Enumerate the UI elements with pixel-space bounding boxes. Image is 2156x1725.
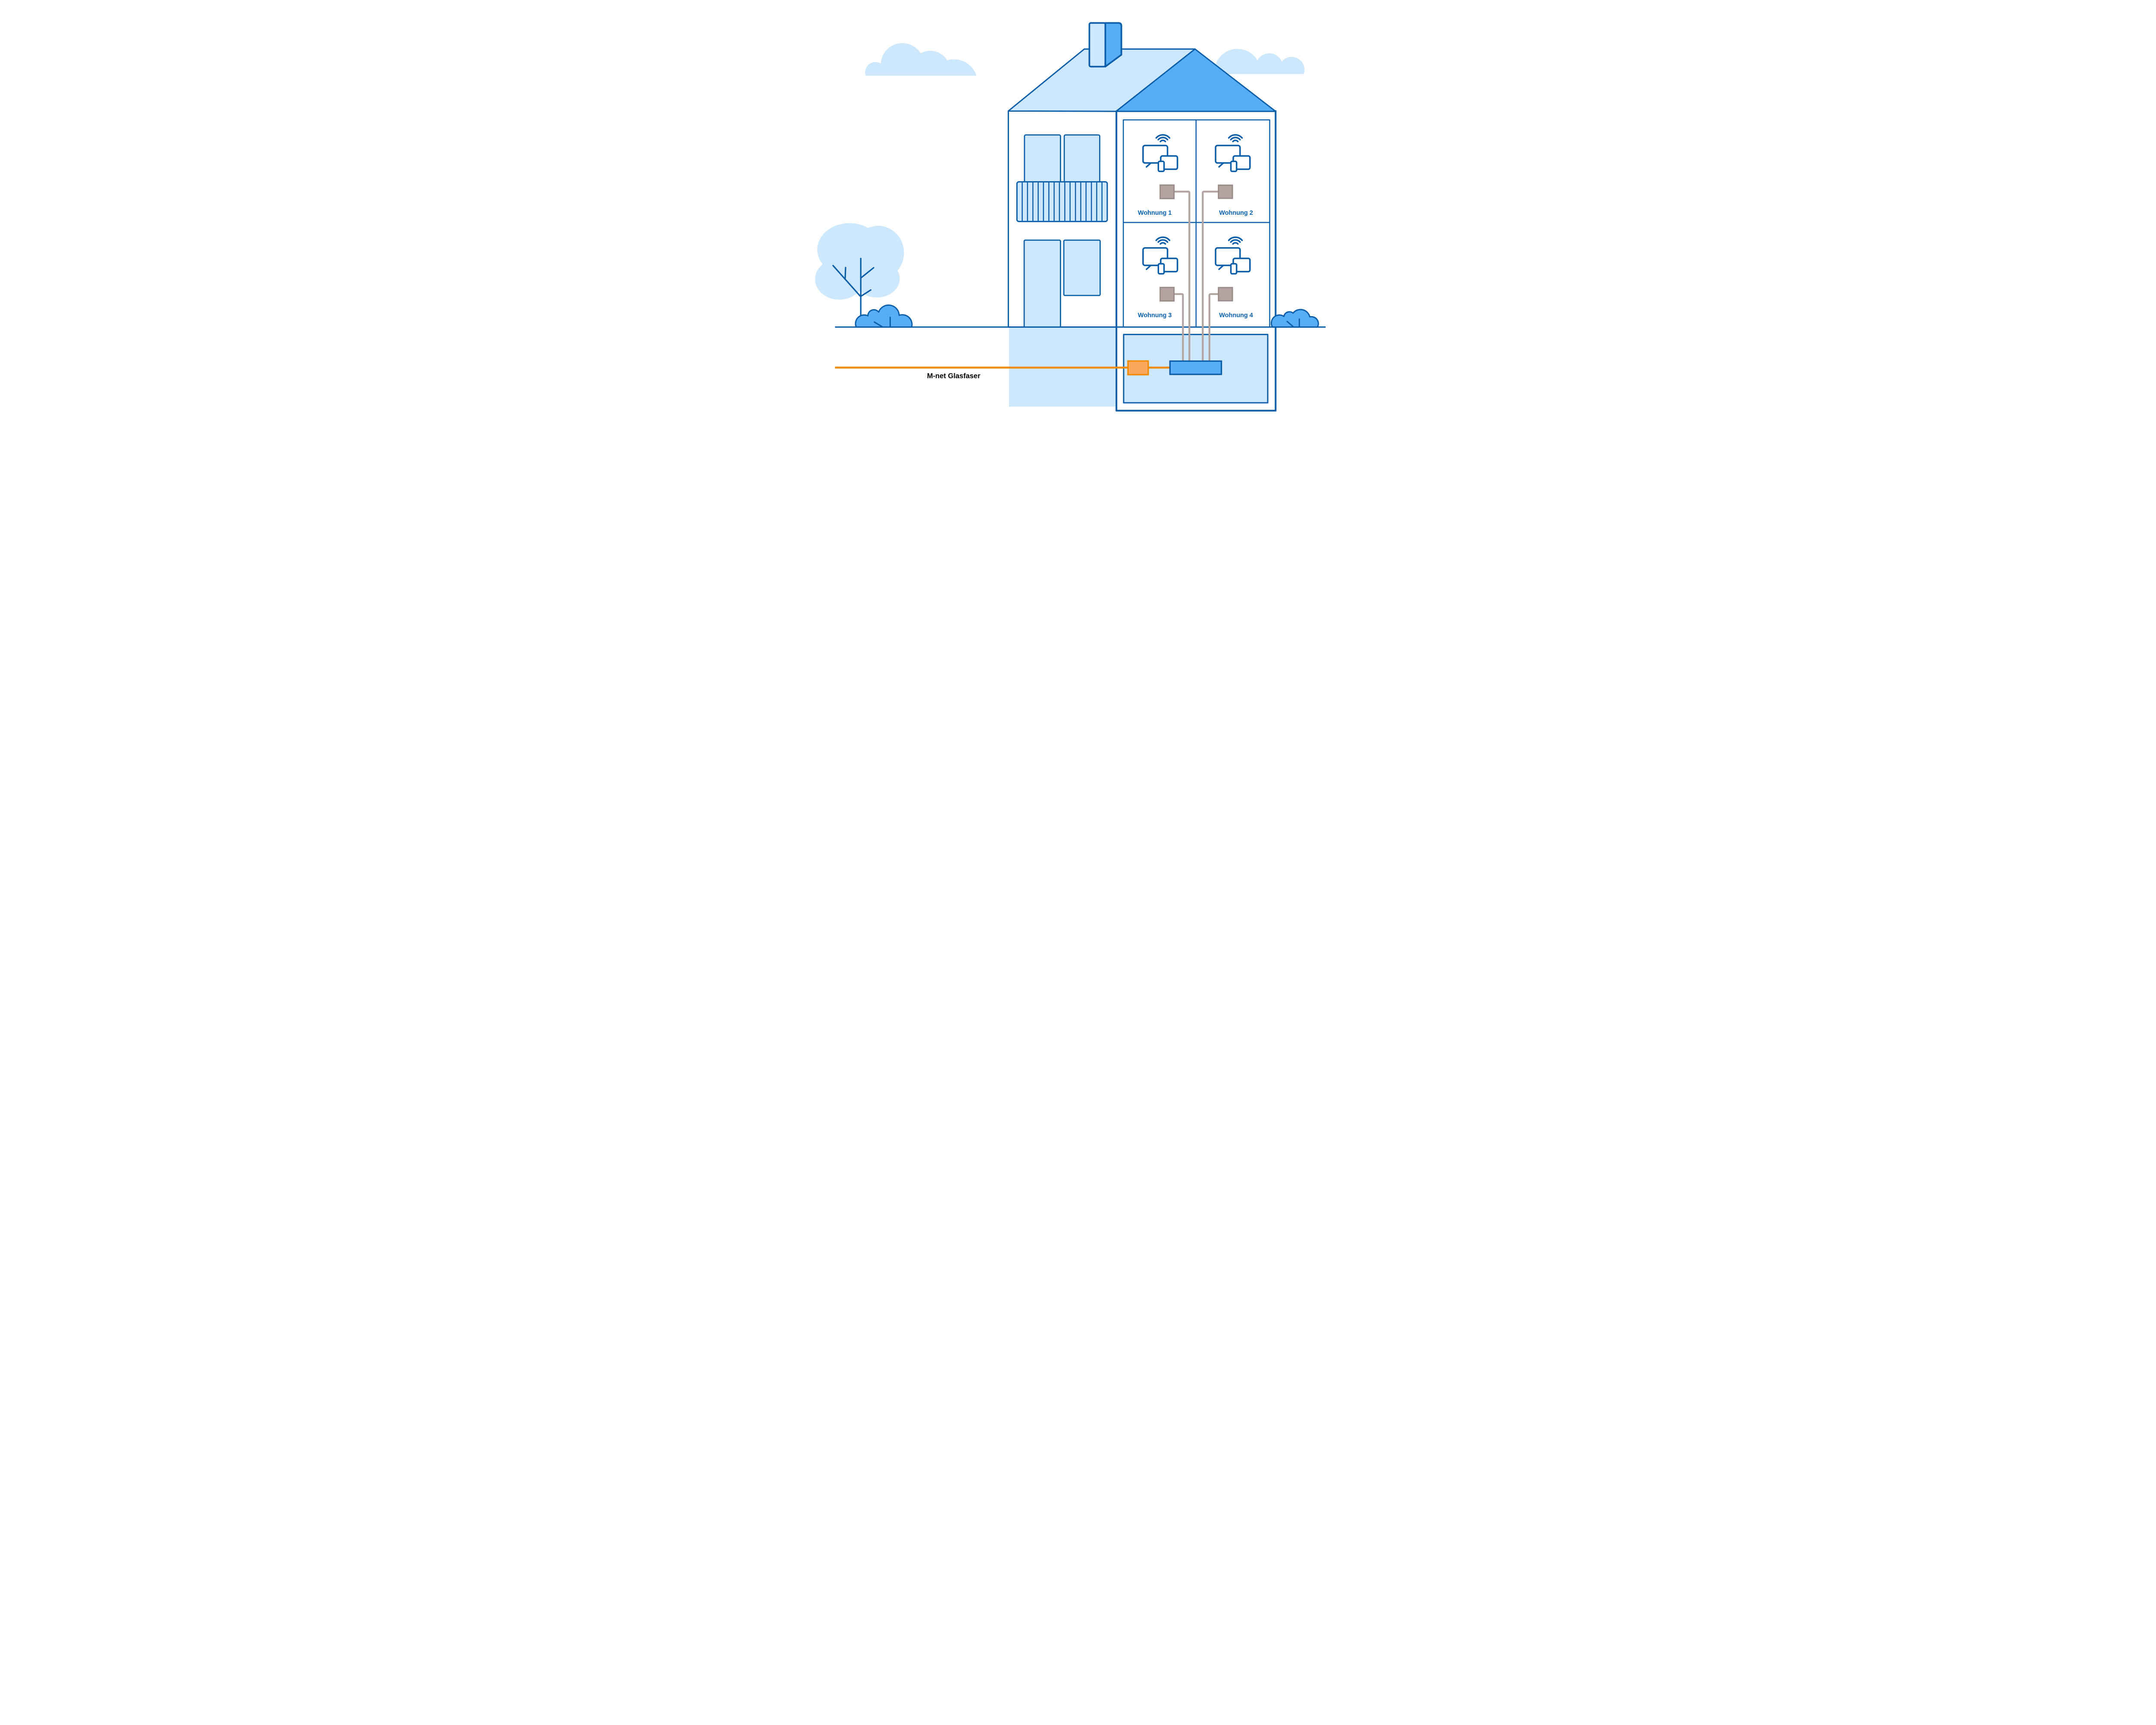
cloud-left [865, 43, 977, 76]
apartment-1-label: Wohnung 1 [1138, 210, 1172, 216]
balcony-railing-bars [1021, 182, 1103, 221]
upper-window-right [1063, 134, 1100, 184]
roof-gable [1115, 48, 1276, 112]
balcony [1016, 181, 1108, 223]
bush-left [855, 304, 912, 328]
fiber-house-diagram: Wohnung 1 Wohnung 2 Wohnung 3 Wohnung 4 … [790, 0, 1366, 431]
wall-socket-icon [1217, 287, 1233, 301]
wall-socket-icon [1159, 287, 1175, 302]
fiber-entry-box [1127, 360, 1149, 376]
tree [815, 223, 904, 328]
tree-crown [815, 223, 904, 300]
apartment-4-label: Wohnung 4 [1219, 312, 1253, 319]
house-front [1007, 110, 1117, 328]
chimney-front [1088, 22, 1106, 68]
upper-window-left [1024, 134, 1061, 184]
apartment-2-label: Wohnung 2 [1219, 210, 1253, 216]
apartment-3-cable [1168, 293, 1184, 362]
chimney-side [1104, 22, 1122, 68]
apartment-4-cable [1208, 293, 1228, 362]
wall-socket-icon [1159, 184, 1175, 199]
chimney [1088, 22, 1122, 68]
fiber-cable-label: M-net Glasfaser [927, 372, 980, 380]
building-distribution-box [1169, 360, 1222, 375]
apartment-2-cable [1201, 191, 1228, 362]
entrance-door [1023, 239, 1061, 328]
roof [1007, 48, 1276, 112]
wall-socket-icon [1217, 184, 1233, 199]
lower-window [1063, 239, 1101, 296]
illustration-stage: Wohnung 1 Wohnung 2 Wohnung 3 Wohnung 4 … [790, 0, 1366, 431]
cloud-right [1214, 49, 1304, 74]
apartment-3-label: Wohnung 3 [1138, 312, 1172, 319]
bush-right [1270, 309, 1319, 328]
apartment-1-cable [1168, 191, 1190, 362]
